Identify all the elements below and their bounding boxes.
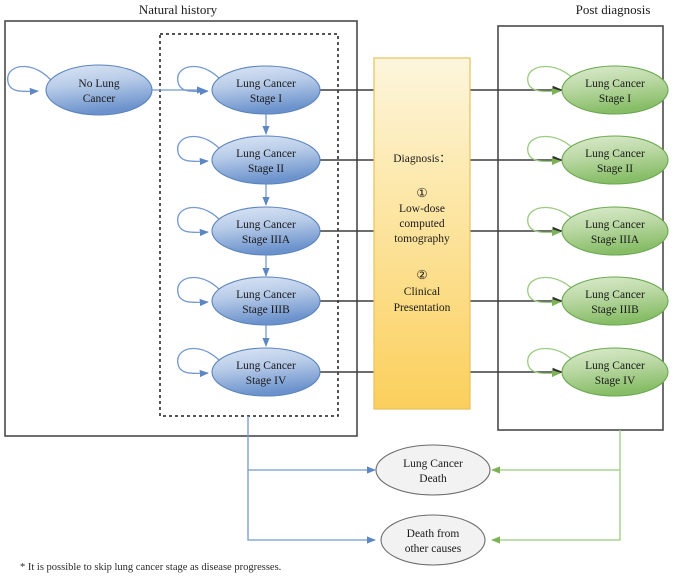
node-pd-stage-2-line1: Lung Cancer (585, 148, 645, 160)
node-stage-1[interactable]: Lung Cancer Stage I (211, 65, 321, 115)
footnote: * It is possible to skip lung cancer sta… (20, 562, 281, 573)
natural-history-self-loops (7, 65, 229, 378)
diagnosis-method-1-line3: tomography (394, 233, 450, 245)
diagnosis-method-1-marker: ① (416, 185, 427, 200)
node-stage-1-line2: Stage I (250, 93, 282, 105)
node-pd-stage-2-line2: Stage II (597, 163, 633, 175)
node-lung-cancer-death-line1: Lung Cancer (403, 458, 463, 470)
node-pd-stage-3a-line1: Lung Cancer (585, 219, 645, 231)
node-stage-2[interactable]: Lung Cancer Stage II (211, 135, 321, 185)
node-stage-2-line2: Stage II (248, 163, 284, 175)
node-pd-stage-4-line2: Stage IV (595, 375, 636, 387)
node-no-lung-cancer-line1: No Lung (78, 78, 119, 90)
node-stage-4-line1: Lung Cancer (236, 360, 296, 372)
post-diagnosis-death-connectors (491, 430, 621, 544)
node-pd-stage-1-line1: Lung Cancer (585, 78, 645, 90)
node-stage-4-line2: Stage IV (246, 375, 287, 387)
node-no-lung-cancer-line2: Cancer (83, 93, 116, 105)
node-pd-stage-2[interactable]: Lung Cancer Stage II (561, 135, 669, 185)
natural-history-title: Natural history (139, 2, 218, 17)
node-stage-1-line1: Lung Cancer (236, 78, 296, 90)
node-pd-stage-4-line1: Lung Cancer (585, 360, 645, 372)
natural-history-death-connectors (247, 416, 376, 544)
node-lung-cancer-death-line2: Death (419, 473, 447, 485)
diagnosis-method-1-line2: computed (399, 218, 445, 230)
node-death-other-causes-line2: other causes (405, 543, 462, 555)
cancer-stages-dashed-box (159, 33, 339, 417)
diagnosis-method-2-line1: Clinical (404, 286, 440, 298)
node-pd-stage-3b-line2: Stage IIIB (591, 304, 639, 316)
natural-history-box (4, 20, 358, 437)
node-lung-cancer-death[interactable]: Lung Cancer Death (375, 444, 491, 496)
node-pd-stage-3b[interactable]: Lung Cancer Stage IIIB (561, 276, 669, 326)
node-pd-stage-1[interactable]: Lung Cancer Stage I (561, 65, 669, 115)
node-pd-stage-3a-line2: Stage IIIA (591, 234, 640, 246)
diagnosis-method-2-line2: Presentation (394, 302, 451, 314)
node-pd-stage-3b-line1: Lung Cancer (585, 289, 645, 301)
diagnosis-panel (373, 57, 471, 410)
diagnosis-method-1-line1: Low-dose (399, 203, 445, 215)
node-pd-stage-3a[interactable]: Lung Cancer Stage IIIA (561, 206, 669, 256)
node-stage-3b-line1: Lung Cancer (236, 289, 296, 301)
diagnosis-heading: Diagnosis： (393, 153, 451, 165)
stage-progression-arrows (152, 86, 270, 347)
node-no-lung-cancer[interactable]: No Lung Cancer (45, 64, 153, 116)
node-stage-3a-line1: Lung Cancer (236, 219, 296, 231)
post-diagnosis-self-loops (527, 65, 583, 378)
node-pd-stage-1-line2: Stage I (599, 93, 631, 105)
node-stage-2-line1: Lung Cancer (236, 148, 296, 160)
node-stage-4[interactable]: Lung Cancer Stage IV (211, 347, 321, 397)
diagnosis-connector-lines (320, 85, 564, 377)
node-stage-3a-line2: Stage IIIA (242, 234, 291, 246)
node-death-other-causes-line1: Death from (407, 528, 460, 540)
node-death-other-causes[interactable]: Death from other causes (380, 514, 486, 566)
node-pd-stage-4[interactable]: Lung Cancer Stage IV (561, 347, 669, 397)
post-diagnosis-title: Post diagnosis (576, 2, 651, 17)
node-stage-3b-line2: Stage IIIB (242, 304, 290, 316)
diagnosis-method-2-marker: ② (416, 267, 427, 282)
node-stage-3a[interactable]: Lung Cancer Stage IIIA (211, 206, 321, 256)
node-stage-3b[interactable]: Lung Cancer Stage IIIB (211, 276, 321, 326)
